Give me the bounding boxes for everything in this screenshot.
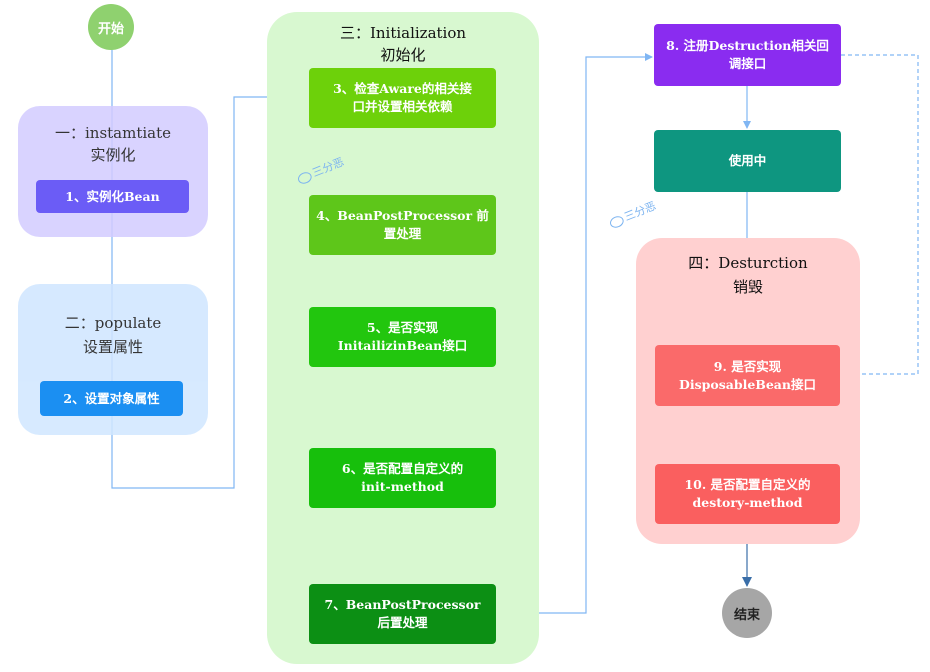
step-6-label-line2: init-method xyxy=(361,479,444,494)
in-use-label: 使用中 xyxy=(728,153,767,168)
step-2-label: 2、设置对象属性 xyxy=(63,390,160,406)
step-10-label-line1: 10. 是否配置自定义的 xyxy=(684,477,811,492)
step-2-set-properties: 2、设置对象属性 xyxy=(40,381,183,416)
step-7-label-line1: 7、BeanPostProcessor xyxy=(324,597,481,612)
populate-phase-subtitle: 设置属性 xyxy=(82,338,143,356)
instantiate-phase-panel: 一：instamtiate 实例化 xyxy=(18,106,208,237)
populate-phase-title: 二：populate xyxy=(64,314,162,332)
initialization-phase-title: 三：Initialization xyxy=(339,24,467,42)
instantiate-phase-subtitle: 实例化 xyxy=(90,146,136,164)
step-4-label-line1: 4、BeanPostProcessor 前 xyxy=(316,208,489,223)
step-3-label-line2: 口并设置相关依赖 xyxy=(352,99,453,114)
instantiate-phase-title: 一：instamtiate xyxy=(54,124,172,142)
step-10-label-line2: destory-method xyxy=(692,495,803,510)
step-9-label-line1: 9. 是否实现 xyxy=(713,358,782,374)
step-3-label-line1: 3、检查Aware的相关接 xyxy=(333,81,472,96)
step-1-label: 1、实例化Bean xyxy=(65,188,160,204)
step-3-aware-check: 3、检查Aware的相关接 口并设置相关依赖 xyxy=(309,68,496,128)
destruction-phase-subtitle: 销毁 xyxy=(732,278,763,296)
destruction-phase-title: 四：Desturction xyxy=(688,254,808,272)
step-8-register-destruction: 8. 注册Destruction相关回 调接口 xyxy=(654,24,841,86)
step-4-bpp-before: 4、BeanPostProcessor 前 置处理 xyxy=(309,195,496,255)
step-5-label-line2: InitailizinBean接口 xyxy=(337,338,468,353)
step-7-bpp-after: 7、BeanPostProcessor 后置处理 xyxy=(309,584,496,644)
dashed-callback-line xyxy=(841,54,919,378)
step-8-label-line1: 8. 注册Destruction相关回 xyxy=(666,38,829,53)
initialization-phase-subtitle: 初始化 xyxy=(380,46,426,64)
step-5-label-line1: 5、是否实现 xyxy=(366,320,439,335)
step-7-label-line2: 后置处理 xyxy=(377,615,428,630)
step-10-destroy-method: 10. 是否配置自定义的 destory-method xyxy=(655,464,840,524)
arrow-7-8 xyxy=(496,53,653,614)
step-9-disposable-bean: 9. 是否实现 DisposableBean接口 xyxy=(655,345,840,406)
step-1-instantiate-bean: 1、实例化Bean xyxy=(36,180,189,213)
end-label: 结束 xyxy=(733,607,760,623)
step-8-label-line2: 调接口 xyxy=(728,56,767,71)
step-9-label-line2: DisposableBean接口 xyxy=(679,376,816,392)
start-node: 开始 xyxy=(88,4,134,50)
end-node: 结束 xyxy=(722,588,772,638)
step-6-init-method: 6、是否配置自定义的 init-method xyxy=(309,448,496,508)
in-use-node: 使用中 xyxy=(654,130,841,192)
step-6-label-line1: 6、是否配置自定义的 xyxy=(341,461,464,476)
step-4-label-line2: 置处理 xyxy=(383,226,422,241)
start-label: 开始 xyxy=(97,21,124,37)
step-5-initializing-bean: 5、是否实现 InitailizinBean接口 xyxy=(309,307,496,367)
